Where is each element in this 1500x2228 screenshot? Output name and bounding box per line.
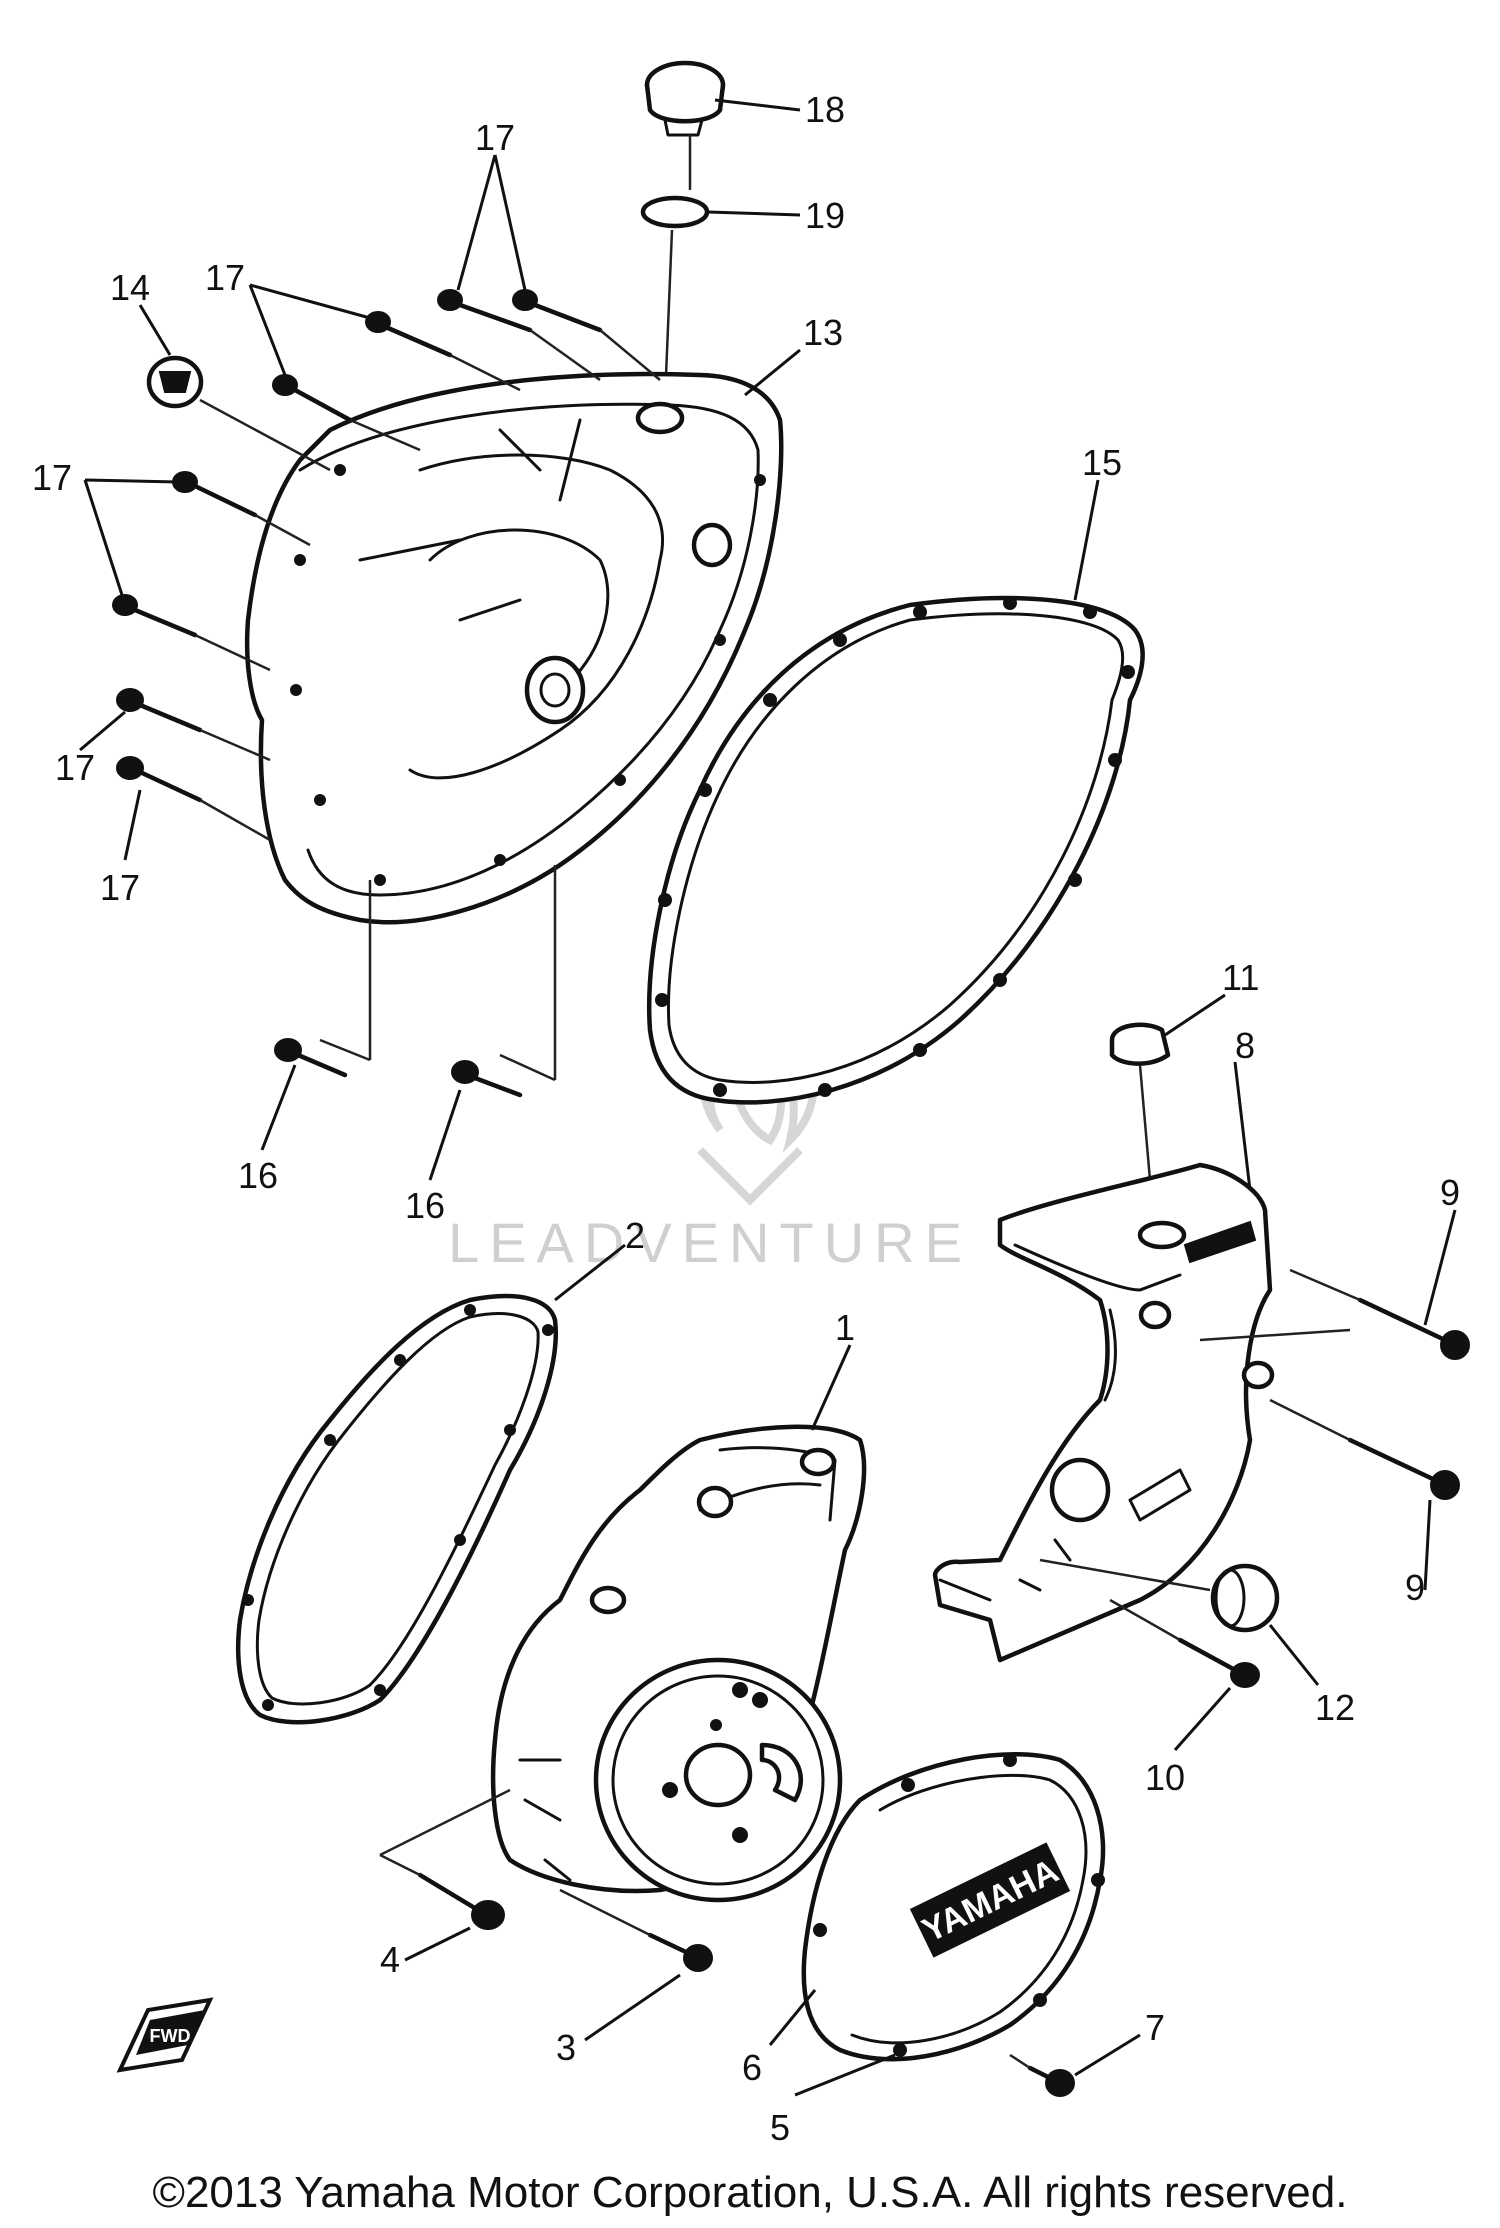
callout-16-left: 16 <box>238 1155 278 1196</box>
callout-4: 4 <box>380 1939 400 1980</box>
part-8-bracket <box>932 1162 1275 1663</box>
bolt-17-lower-1 <box>116 688 271 762</box>
callout-1: 1 <box>835 1307 855 1348</box>
fwd-arrow-icon: FWD <box>116 1997 214 2073</box>
bolt-9-group: 9 9 <box>1199 1172 1470 1608</box>
watermark-text: LEADVENTURE <box>448 1211 972 1274</box>
callout-13: 13 <box>803 312 843 353</box>
callout-17-left: 17 <box>32 457 72 498</box>
callout-17-lower-2: 17 <box>100 867 140 908</box>
bolt-16-left <box>274 1038 348 1078</box>
callout-8: 8 <box>1235 1025 1255 1066</box>
bolt-17-top-1 <box>437 289 601 382</box>
callout-3: 3 <box>556 2027 576 2068</box>
callout-5-lower: 5 <box>770 2107 790 2148</box>
callout-2: 2 <box>625 1215 645 1256</box>
callout-9-lower: 9 <box>1405 1567 1425 1608</box>
fwd-label: FWD <box>150 2026 191 2046</box>
callout-17-lower-1: 17 <box>55 747 95 788</box>
bolt-17-upper-1 <box>365 311 521 392</box>
part-11-cap <box>1109 1022 1171 1181</box>
bolt-9-lower <box>1269 1398 1460 1500</box>
bolt-4 <box>379 1788 511 1930</box>
callout-17-top: 17 <box>475 117 515 158</box>
bolt-10 <box>1109 1598 1260 1688</box>
callout-11: 11 <box>1222 957 1259 998</box>
callout-12: 12 <box>1315 1687 1355 1728</box>
bolt-3 <box>559 1888 713 1972</box>
copyright-notice: ©2013 Yamaha Motor Corporation, U.S.A. A… <box>152 2168 1348 2217</box>
callout-15: 15 <box>1082 442 1122 483</box>
part-5-outer-cover: YAMAHA <box>801 1752 1106 2062</box>
bolt-17-group: 17 17 17 <box>32 117 661 908</box>
screw-7 <box>1009 2053 1075 2097</box>
callout-10: 10 <box>1145 1757 1185 1798</box>
part-2-gasket <box>235 1293 558 1725</box>
bolt-16-right <box>451 1060 523 1098</box>
watermark: LEADVENTURE <box>448 984 972 1274</box>
part-13-crankcase-cover <box>244 371 784 925</box>
part-1-magneto-cover <box>490 1424 867 1903</box>
bolt-17-lower-2 <box>116 756 271 842</box>
bolt-16-group: 16 16 <box>238 865 557 1226</box>
callout-19: 19 <box>805 195 845 236</box>
callout-17-upper: 17 <box>205 257 245 298</box>
watermark-flame-logo <box>697 984 818 1206</box>
bolt-9-upper <box>1199 1268 1470 1360</box>
bolt-17-upper-2 <box>272 374 421 452</box>
part-18-filler-cap <box>644 60 726 190</box>
callout-18: 18 <box>805 89 845 130</box>
part-12-grommet <box>1039 1558 1280 1633</box>
part-14-plug <box>146 355 331 472</box>
callout-16-right: 16 <box>405 1185 445 1226</box>
part-19-o-ring <box>640 195 710 229</box>
callout-6: 6 <box>742 2047 762 2088</box>
callout-14: 14 <box>110 267 150 308</box>
callout-7: 7 <box>1145 2007 1165 2048</box>
bolt-17-left-2 <box>112 594 271 672</box>
callout-9-upper: 9 <box>1440 1172 1460 1213</box>
bolt-17-top-2 <box>512 289 661 381</box>
part-15-gasket <box>647 595 1145 1105</box>
